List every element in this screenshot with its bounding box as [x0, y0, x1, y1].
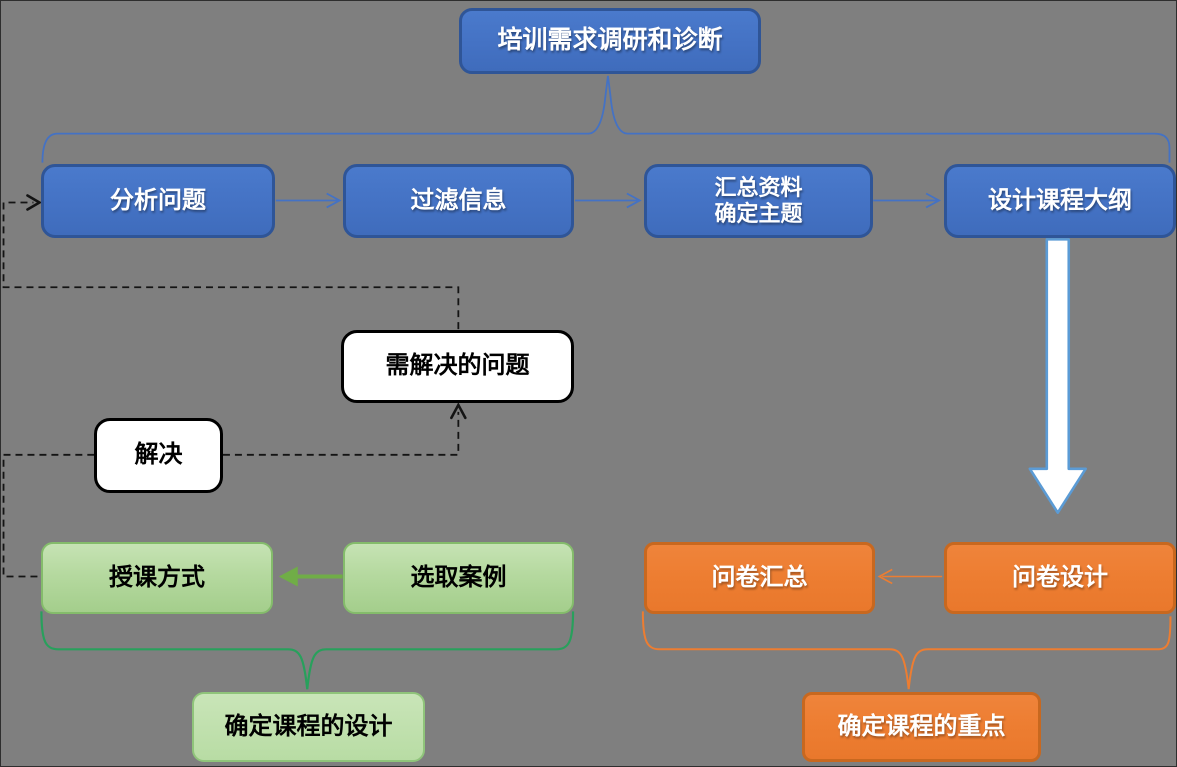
flow-arrow-filter-summarize: [575, 192, 642, 209]
node-training-research: 培训需求调研和诊断: [459, 8, 761, 74]
big-down-arrow: [1028, 238, 1087, 514]
node-select-cases: 选取案例: [343, 542, 574, 614]
node-teaching-method: 授课方式: [41, 542, 273, 614]
node-problem-to-solve: 需解决的问题: [341, 330, 574, 403]
node-analyze-problem: 分析问题: [41, 164, 275, 238]
node-summarize-material: 汇总资料 确定主题: [644, 164, 873, 238]
dashed-connector-teaching-to-solve: [2, 453, 95, 578]
node-design-outline: 设计课程大纲: [944, 164, 1176, 238]
hierarchy-brace-top: [41, 75, 1171, 163]
node-solve: 解决: [94, 418, 223, 493]
brace-course-design: [40, 611, 575, 690]
flow-arrow-summarize-outline: [873, 192, 941, 209]
node-course-design-result: 确定课程的设计: [192, 692, 425, 762]
node-questionnaire-design: 问卷设计: [944, 542, 1176, 614]
node-course-focus-result: 确定课程的重点: [802, 692, 1041, 762]
brace-course-focus: [641, 611, 1172, 690]
green-arrow-cases-to-teaching: [278, 566, 343, 587]
dashed-arrow-solve-to-problem: [222, 402, 467, 456]
node-summarize-line2: 确定主题: [714, 201, 803, 226]
dashed-loop-problem-to-analyze: [2, 194, 460, 330]
orange-arrow-design-to-summary: [877, 568, 943, 585]
node-questionnaire-summary: 问卷汇总: [644, 542, 875, 614]
node-filter-information: 过滤信息: [343, 164, 574, 238]
flow-arrow-analyze-filter: [275, 192, 342, 209]
node-summarize-line1: 汇总资料: [714, 175, 803, 201]
